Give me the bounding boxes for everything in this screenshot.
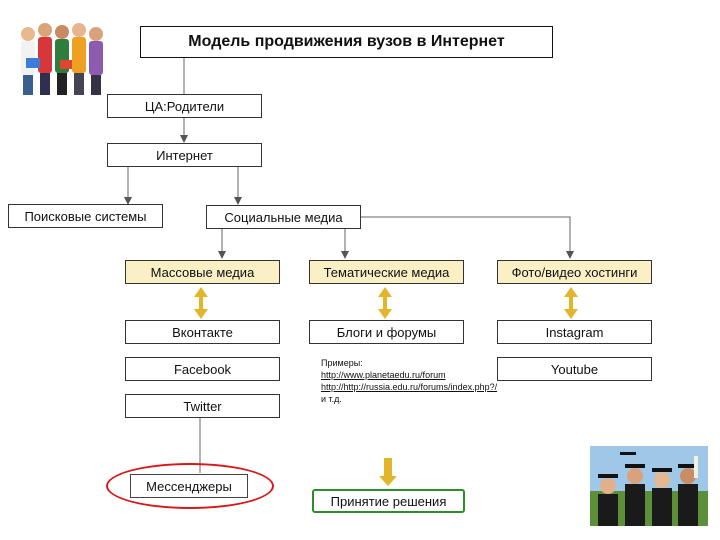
example-link-planetaedu[interactable]: http://www.planetaedu.ru/forum — [321, 370, 446, 380]
node-twitter: Twitter — [125, 394, 280, 418]
node-thematic-media: Тематические медиа — [309, 260, 464, 284]
book-red — [60, 60, 72, 69]
messengers-highlight-ellipse — [106, 463, 274, 509]
node-vkontakte: Вконтакте — [125, 320, 280, 344]
node-audience: ЦА:Родители — [107, 94, 262, 118]
graduates-photo — [590, 446, 708, 526]
line-social-photo — [358, 216, 574, 259]
students-photo — [12, 18, 112, 96]
node-photo-video: Фото/видео хостинги — [497, 260, 652, 284]
examples-etc: и т.д. — [321, 394, 342, 404]
node-mass-media: Массовые медиа — [125, 260, 280, 284]
diploma-scroll — [694, 456, 698, 478]
graduate-2 — [625, 464, 645, 526]
student-figure-5 — [89, 27, 103, 95]
graduate-1 — [598, 474, 618, 526]
node-messengers: Мессенджеры — [130, 474, 248, 498]
tossed-cap — [620, 452, 636, 455]
book-blue — [26, 58, 40, 68]
graduate-4 — [678, 464, 698, 526]
examples-block: Примеры: http://www.planetaedu.ru/forum … — [321, 357, 521, 405]
double-arrow-photo — [564, 287, 578, 319]
student-figure-4 — [72, 23, 86, 95]
node-youtube: Youtube — [497, 357, 652, 381]
node-decision: Принятие решения — [312, 489, 465, 513]
node-search-systems: Поисковые системы — [8, 204, 163, 228]
node-internet: Интернет — [107, 143, 262, 167]
node-instagram: Instagram — [497, 320, 652, 344]
node-blogs-forums: Блоги и форумы — [309, 320, 464, 344]
double-arrow-thematic — [378, 287, 392, 319]
examples-label: Примеры: — [321, 358, 363, 368]
down-arrow-decision — [379, 458, 397, 486]
page-title: Модель продвижения вузов в Интернет — [140, 26, 553, 58]
student-figure-2 — [38, 23, 52, 95]
example-link-russia-edu[interactable]: http://http://russia.edu.ru/forums/index… — [321, 382, 498, 392]
node-facebook: Facebook — [125, 357, 280, 381]
double-arrow-mass — [194, 287, 208, 319]
node-social-media: Социальные медиа — [206, 205, 361, 229]
graduate-3 — [652, 468, 672, 526]
